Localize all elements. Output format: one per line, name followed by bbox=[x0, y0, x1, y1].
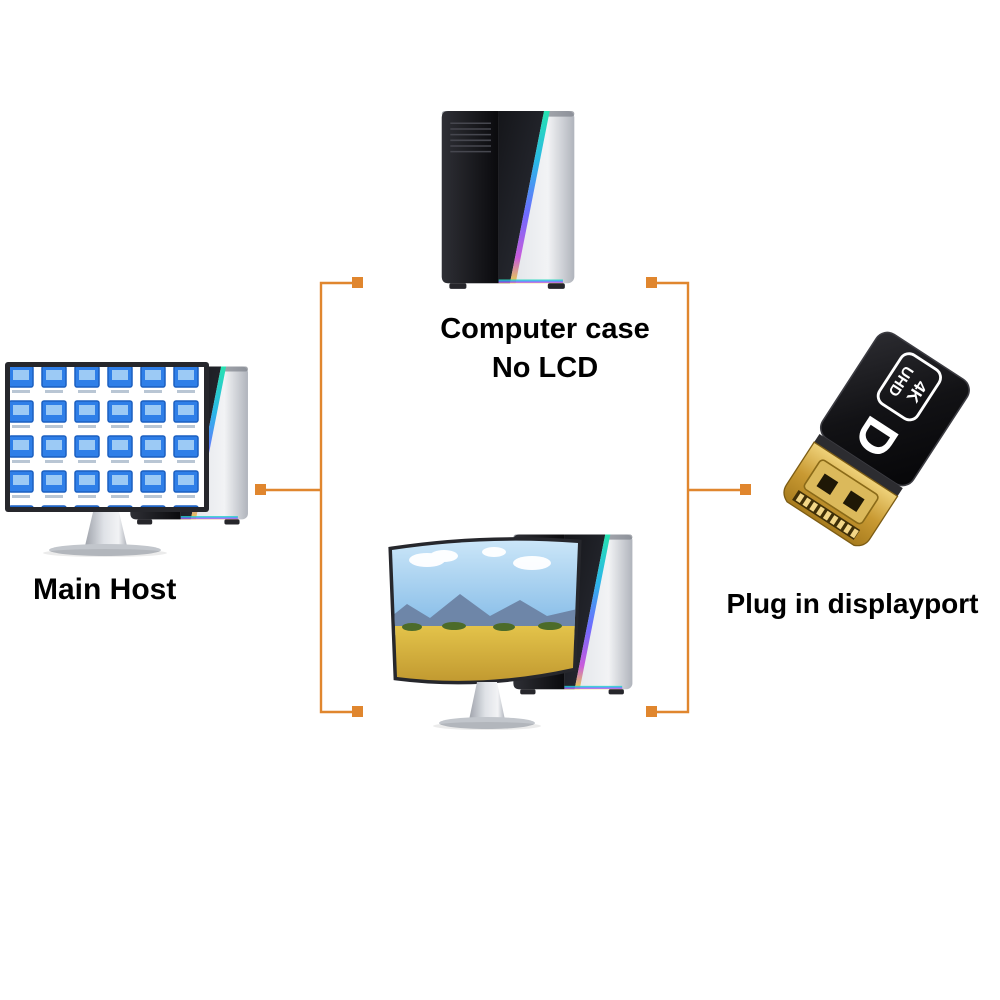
connector-node bbox=[740, 484, 751, 495]
dp-adapter-figure: 4K UHD D bbox=[763, 330, 988, 582]
monitor-base bbox=[49, 544, 161, 556]
connector-line-right bbox=[651, 281, 690, 714]
desktop-icons-grid bbox=[10, 367, 204, 507]
monitor-stand bbox=[469, 682, 505, 720]
connector-tab bbox=[803, 459, 879, 525]
display-monitor-illustration bbox=[388, 533, 634, 730]
connector-node bbox=[646, 706, 657, 717]
pc-tower bbox=[441, 110, 576, 290]
connector-node bbox=[255, 484, 266, 495]
main-host-label: Main Host bbox=[33, 573, 177, 606]
connector-pins bbox=[795, 493, 859, 539]
adapter-body bbox=[819, 331, 970, 487]
monitor-stand bbox=[85, 512, 127, 546]
display-monitor-figure bbox=[382, 530, 644, 735]
connector-node bbox=[646, 277, 657, 288]
dp-adapter-illustration: 4K UHD D bbox=[783, 331, 970, 547]
connector-node bbox=[352, 706, 363, 717]
dp-adapter: 4K UHD D bbox=[783, 331, 970, 547]
monitor-base bbox=[439, 717, 535, 729]
tree-line bbox=[402, 622, 562, 631]
main-host-illustration bbox=[5, 362, 249, 557]
plug-collar bbox=[814, 433, 903, 497]
curved-monitor bbox=[388, 537, 582, 730]
monitor-shadow bbox=[433, 722, 541, 730]
landscape-wallpaper bbox=[392, 540, 578, 681]
connector-paths bbox=[262, 281, 744, 714]
desktop-monitor bbox=[5, 362, 209, 557]
main-host-figure bbox=[5, 362, 257, 564]
clouds bbox=[409, 547, 551, 570]
connector-node bbox=[352, 277, 363, 288]
computer-case-figure bbox=[438, 106, 580, 292]
field bbox=[392, 626, 578, 681]
plug-in-displayport-label: Plug in displayport bbox=[726, 588, 979, 619]
badge-outline bbox=[876, 352, 942, 422]
monitor-shadow bbox=[43, 549, 167, 557]
computer-case-label: Computer case bbox=[440, 313, 650, 345]
connector-line-left bbox=[319, 281, 357, 714]
tab-holes bbox=[816, 473, 865, 513]
connector-nodes bbox=[255, 277, 751, 717]
computer-case-illustration bbox=[441, 110, 576, 290]
no-lcd-label: No LCD bbox=[491, 352, 599, 384]
